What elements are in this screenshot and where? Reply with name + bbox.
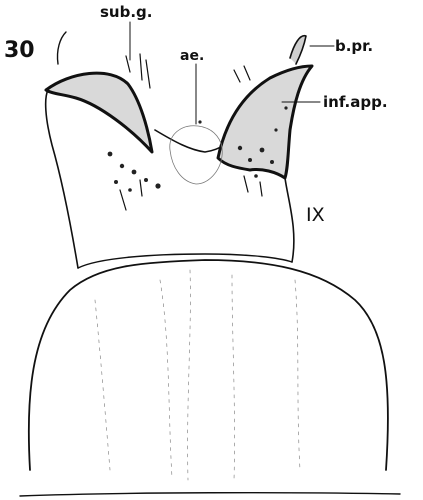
abdominal-segment (29, 260, 388, 470)
segment-striations (95, 270, 300, 480)
left-inferior-appendage (46, 73, 152, 152)
left-hook (57, 32, 66, 64)
right-inferior-appendage (218, 66, 312, 178)
basal-process (290, 36, 306, 64)
label-inf-app: inf.app. (323, 95, 388, 110)
label-b-pr: b.pr. (335, 39, 373, 54)
label-sub-g: sub.g. (100, 5, 152, 20)
figure-number: 30 (4, 40, 35, 62)
aedeagus (170, 126, 222, 184)
label-ae: ae. (180, 49, 204, 63)
baseline (20, 493, 400, 496)
label-ix: IX (306, 206, 325, 225)
